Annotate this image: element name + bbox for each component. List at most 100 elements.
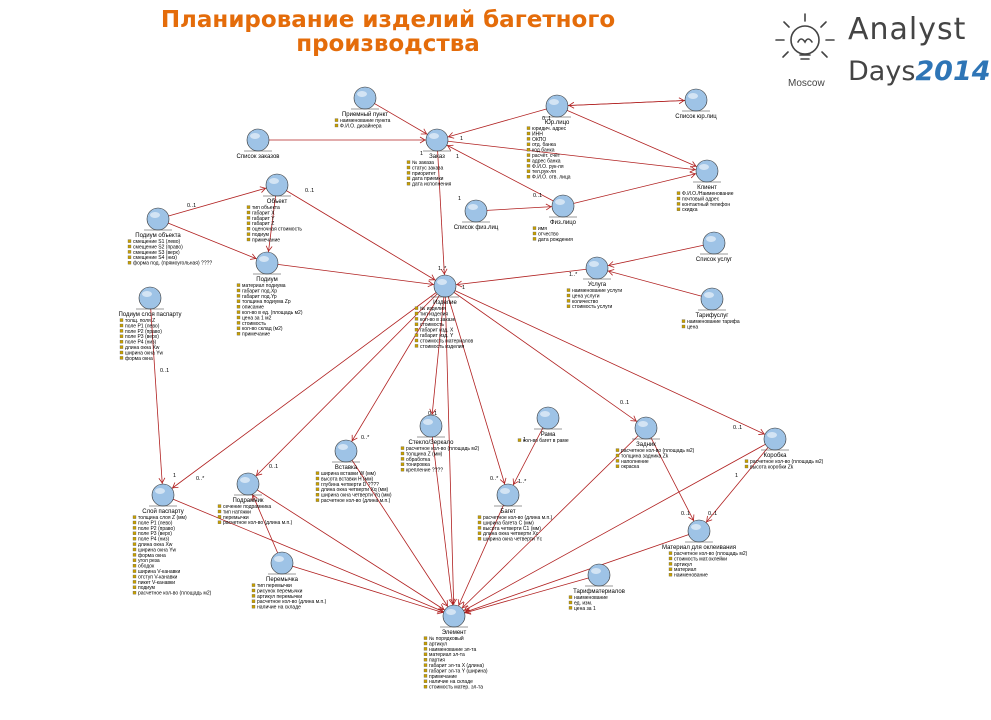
- class-attribute: форма окна: [138, 553, 166, 559]
- attribute-icon: [119, 323, 124, 328]
- class-attribute: тип перемычки: [257, 583, 292, 589]
- arrowhead-yurlitso-klient: [690, 161, 697, 168]
- attribute-icon: [744, 464, 749, 469]
- association-izdelie-korobka: [444, 285, 776, 440]
- association-yurlitso-klient: [556, 105, 708, 172]
- association-obekt-izdelie: [276, 184, 446, 287]
- class-attribute: цена: [687, 324, 698, 330]
- attribute-icon: [132, 515, 137, 519]
- class-attribute: партия: [429, 658, 445, 664]
- arrowhead-izdelie-korobka: [758, 428, 765, 435]
- class-name: Приемный пункт: [342, 111, 388, 118]
- attribute-icon: [251, 588, 256, 593]
- class-attribute: наполнение: [621, 459, 649, 465]
- class-attribute: поле P3 (верх): [138, 531, 172, 537]
- attribute-icon: [566, 293, 571, 298]
- class-attribute: отступ V-канавки: [138, 574, 178, 580]
- class-attribute: поле P3 (верх): [125, 334, 159, 340]
- class-symbol-highlight: [691, 524, 701, 530]
- class-attribute: стоимость мат.оклейки: [674, 555, 727, 562]
- arrowhead-korobka-element: [463, 604, 471, 611]
- attribute-icon: [246, 205, 251, 209]
- class-attribute: отд. банка: [532, 142, 556, 148]
- class-symbol-highlight: [250, 133, 260, 139]
- class-attribute: материал подиума: [242, 283, 286, 289]
- attribute-icon: [526, 148, 531, 152]
- arrowhead-obekt-izdelie: [428, 274, 436, 281]
- attribute-icon: [132, 574, 137, 579]
- class-symbol-highlight: [437, 279, 447, 285]
- attribute-icon: [517, 438, 522, 442]
- class-attribute: габарит изд. Y: [420, 333, 454, 339]
- attribute-icon: [414, 311, 419, 316]
- attribute-icon: [119, 345, 124, 349]
- class-name: Подиум слоя паспарту: [118, 312, 181, 318]
- attribute-icon: [676, 207, 681, 211]
- arrowhead-podium_sloya-sloy: [158, 477, 166, 484]
- class-symbol-highlight: [591, 568, 601, 574]
- attribute-icon: [132, 520, 137, 525]
- attribute-icon: [400, 457, 405, 461]
- association-podium_obekta-podium: [157, 218, 268, 264]
- class-symbol-highlight: [589, 261, 599, 267]
- class-name: Перемычка: [266, 577, 299, 583]
- attribute-icon: [400, 451, 405, 456]
- class-attribute: габарит Y: [252, 216, 275, 222]
- attribute-icon: [217, 509, 222, 514]
- association-priemny-zakaz: [364, 97, 438, 141]
- class-attribute: длина окна четверти Xc: [483, 531, 539, 537]
- attribute-icon: [236, 326, 241, 330]
- attribute-icon: [127, 250, 132, 254]
- class-attribute: ширина окна четверти Yc: [483, 537, 543, 543]
- class-attribute: наименование: [574, 595, 608, 601]
- class-attribute: ободок: [138, 564, 155, 570]
- class-spisok_uslug[interactable]: Список услуг: [696, 231, 733, 263]
- class-spisok_fizlits[interactable]: Список физ.лиц: [454, 199, 499, 231]
- attribute-icon: [119, 334, 124, 338]
- attribute-icon: [132, 585, 137, 589]
- class-attribute: обработка: [406, 457, 430, 463]
- class-attribute: длина окна Xw: [125, 345, 160, 351]
- attribute-icon: [676, 202, 681, 206]
- class-attribute: дата приемки: [412, 176, 444, 182]
- class-spisok_zakazov[interactable]: Список заказов: [237, 128, 280, 160]
- class-spisok_yurlits[interactable]: Список юр.лиц: [675, 88, 717, 120]
- arrowhead-fizlitso-klient: [689, 171, 697, 179]
- arrowhead-tarifmaterialov-element: [464, 608, 472, 615]
- association-steklo-element: [430, 425, 455, 617]
- class-attribute: тип объекта: [252, 205, 280, 211]
- association-izdelie-element: [444, 285, 455, 617]
- class-symbol-highlight: [638, 421, 648, 427]
- attribute-icon: [251, 605, 256, 609]
- arrowhead-korobka-material: [706, 515, 713, 523]
- class-attribute: смещение S2 (право): [133, 244, 183, 250]
- class-attribute: перемычки: [223, 515, 249, 521]
- attribute-icon: [532, 237, 537, 241]
- class-name: Тарифматериалов: [573, 589, 625, 595]
